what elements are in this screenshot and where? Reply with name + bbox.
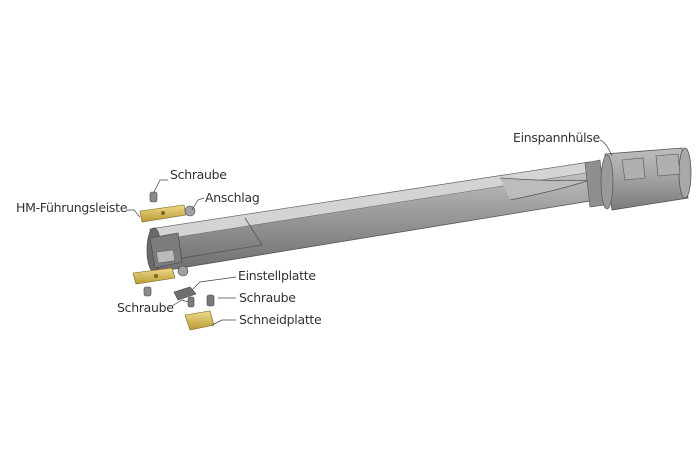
label-hm-fuehrungsleiste: HM-Führungsleiste <box>16 200 128 215</box>
screw-top <box>149 191 158 203</box>
screw-left <box>143 286 152 297</box>
label-einspannhuelse: Einspannhülse <box>513 130 600 145</box>
adjusting-plate <box>173 286 197 301</box>
label-schraube-right: Schraube <box>239 290 296 305</box>
leader-lines <box>126 139 613 326</box>
hm-guide-pad <box>139 204 187 223</box>
clamping-sleeve <box>584 147 692 211</box>
label-schraube-left: Schraube <box>117 300 174 315</box>
label-schneidplatte: Schneidplatte <box>239 312 322 327</box>
screws-center <box>187 294 215 308</box>
tool-shaft <box>146 161 597 273</box>
lower-guide-pad <box>132 265 189 285</box>
label-schraube-top: Schraube <box>170 167 227 182</box>
label-einstellplatte: Einstellplatte <box>238 268 316 283</box>
label-anschlag: Anschlag <box>205 190 260 205</box>
cutting-insert <box>184 310 215 331</box>
